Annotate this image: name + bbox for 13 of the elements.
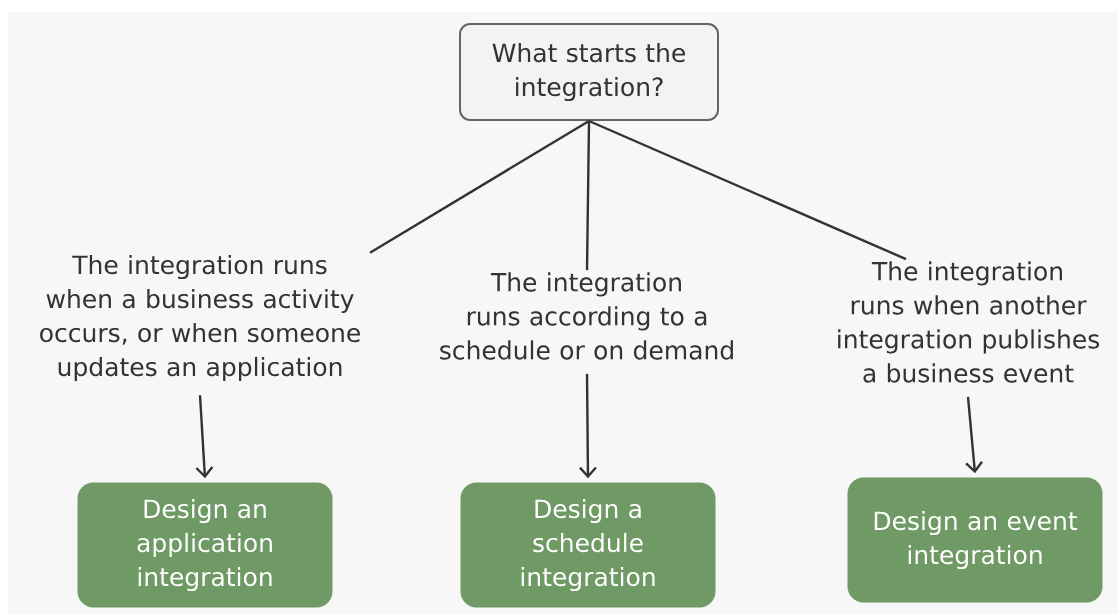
question-box: What starts the integration? — [459, 23, 719, 121]
outcome-text: The integration runs when another integration publishes a business event — [838, 261, 1100, 383]
arrow — [965, 396, 983, 474]
connector-line — [588, 119, 907, 261]
connector-line — [585, 121, 591, 271]
result-box: Design an application integration — [77, 482, 333, 608]
arrow — [579, 373, 597, 479]
connector-line — [369, 120, 590, 254]
outcome-text: The integration runs when a business activity occurs, or when someone updates an application — [40, 254, 360, 382]
result-box: Design a schedule integration — [460, 482, 716, 608]
arrow — [195, 395, 214, 479]
result-box: Design an event integration — [847, 477, 1103, 603]
outcome-text: The integration runs according to a schedule or on demand — [440, 272, 733, 360]
